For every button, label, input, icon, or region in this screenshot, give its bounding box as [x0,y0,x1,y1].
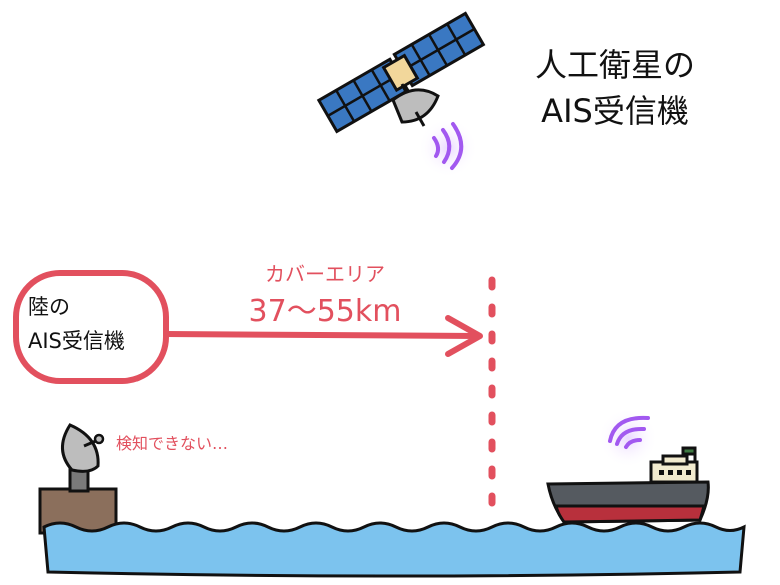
satellite-receiver-label: 人工衛星の AIS受信機 [505,42,725,134]
coverage-arrow [163,315,483,357]
land-label-line2: AIS受信機 [28,329,125,353]
satellite-label-line2: AIS受信機 [541,92,689,130]
coverage-title: カバーエリア [265,262,385,286]
ship-signal-icon [598,408,658,468]
satellite-signal-icon [418,118,478,178]
coverage-range: 37〜55km [248,294,402,329]
satellite-label-line1: 人工衛星の [534,46,695,84]
undetected-status-text: 検知できない… [116,434,229,453]
satellite-icon [316,11,486,134]
ship-icon [546,446,710,524]
land-receiver-callout [13,270,169,384]
land-label-line1: 陸の [28,295,70,319]
sea [42,521,746,578]
land-receiver-label: 陸の AIS受信機 [28,290,164,358]
satellite-dish-icon [61,423,105,493]
